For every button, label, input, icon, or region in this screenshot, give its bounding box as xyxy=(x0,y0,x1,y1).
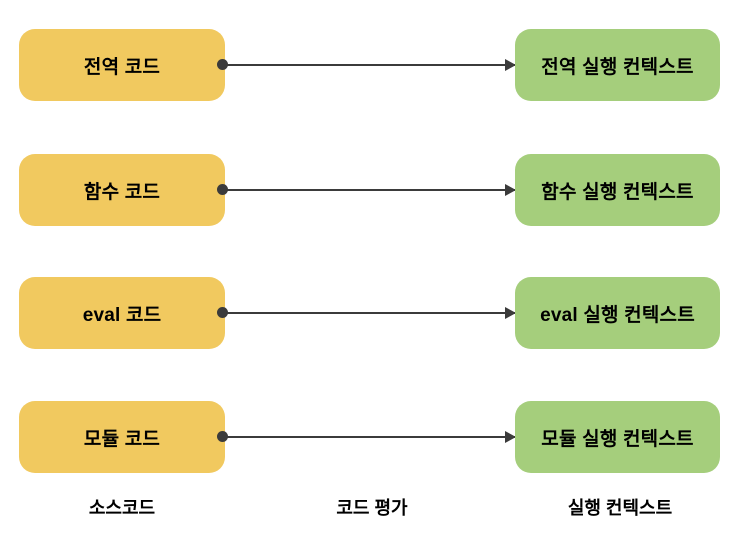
evaluation-arrow xyxy=(217,431,516,443)
diagram-row-module: 모듈 코드 모듈 실행 컨텍스트 xyxy=(0,401,750,473)
column-label-source-code: 소스코드 xyxy=(88,498,156,518)
evaluation-arrow xyxy=(217,59,516,71)
execution-context-box-function: 함수 실행 컨텍스트 xyxy=(515,154,720,226)
source-code-label: 모듈 코드 xyxy=(83,428,161,450)
source-code-box-module: 모듈 코드 xyxy=(19,401,225,473)
execution-context-label: eval 실행 컨텍스트 xyxy=(540,304,695,326)
arrow-head-icon xyxy=(505,59,516,71)
arrow-head-icon xyxy=(505,307,516,319)
execution-context-box-module: 모듈 실행 컨텍스트 xyxy=(515,401,720,473)
execution-context-label: 모듈 실행 컨텍스트 xyxy=(541,428,694,450)
execution-context-box-global: 전역 실행 컨텍스트 xyxy=(515,29,720,101)
source-code-label: eval 코드 xyxy=(82,304,162,326)
execution-context-box-eval: eval 실행 컨텍스트 xyxy=(515,277,720,349)
column-label-execution-context: 실행 컨텍스트 xyxy=(567,498,673,518)
source-code-box-function: 함수 코드 xyxy=(19,154,225,226)
diagram-row-function: 함수 코드 함수 실행 컨텍스트 xyxy=(0,154,750,226)
source-code-box-eval: eval 코드 xyxy=(19,277,225,349)
source-code-label: 함수 코드 xyxy=(83,181,161,203)
column-label-code-evaluation: 코드 평가 xyxy=(336,498,408,518)
arrow-start-dot xyxy=(217,307,228,318)
diagram-row-eval: eval 코드 eval 실행 컨텍스트 xyxy=(0,277,750,349)
source-code-box-global: 전역 코드 xyxy=(19,29,225,101)
arrow-head-icon xyxy=(505,431,516,443)
diagram-row-global: 전역 코드 전역 실행 컨텍스트 xyxy=(0,29,750,101)
execution-context-label: 전역 실행 컨텍스트 xyxy=(541,56,694,78)
source-code-label: 전역 코드 xyxy=(83,56,161,78)
evaluation-arrow xyxy=(217,184,516,196)
arrow-head-icon xyxy=(505,184,516,196)
execution-context-label: 함수 실행 컨텍스트 xyxy=(541,181,694,203)
arrow-start-dot xyxy=(217,184,228,195)
evaluation-arrow xyxy=(217,307,516,319)
arrow-start-dot xyxy=(217,59,228,70)
arrow-start-dot xyxy=(217,431,228,442)
